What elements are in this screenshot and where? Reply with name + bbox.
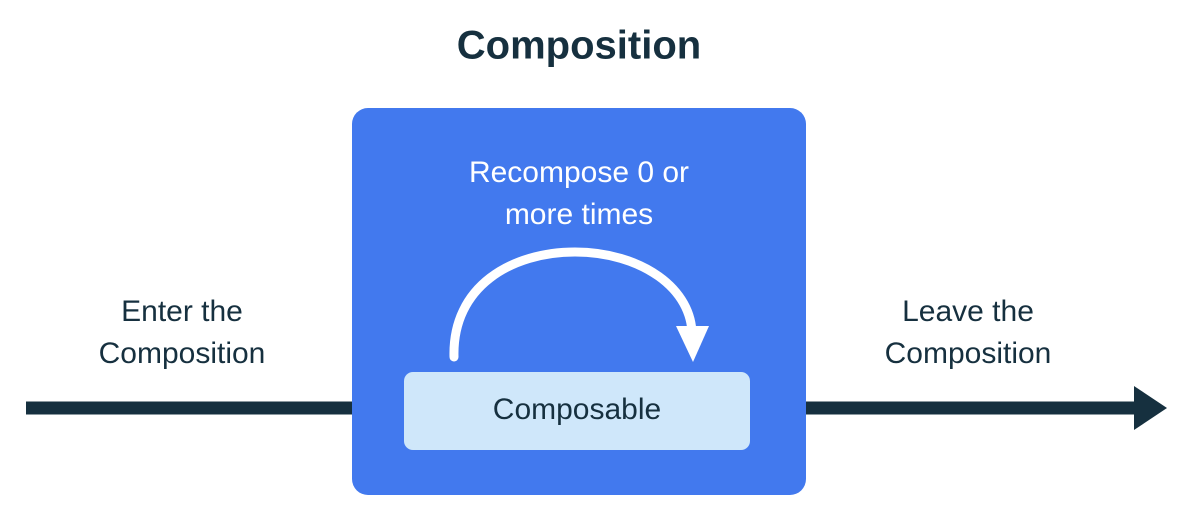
entry-arrow-icon (26, 387, 403, 429)
recompose-label-line1: Recompose 0 or (469, 156, 689, 189)
enter-label-line1: Enter the (121, 295, 243, 328)
recompose-arrow-head (676, 326, 709, 362)
composable-label: Composable (493, 393, 661, 426)
enter-label-line2: Composition (99, 337, 266, 370)
page-title: Composition (457, 24, 701, 68)
recompose-arrow-icon (449, 247, 709, 362)
exit-arrow-head (1134, 386, 1167, 430)
recompose-label-line2: more times (505, 198, 653, 231)
leave-label-line2: Composition (885, 337, 1052, 370)
composable-box (404, 372, 750, 450)
exit-arrow-icon (750, 386, 1167, 430)
recompose-arrow-curve (449, 247, 697, 362)
leave-label-line1: Leave the (902, 295, 1034, 328)
